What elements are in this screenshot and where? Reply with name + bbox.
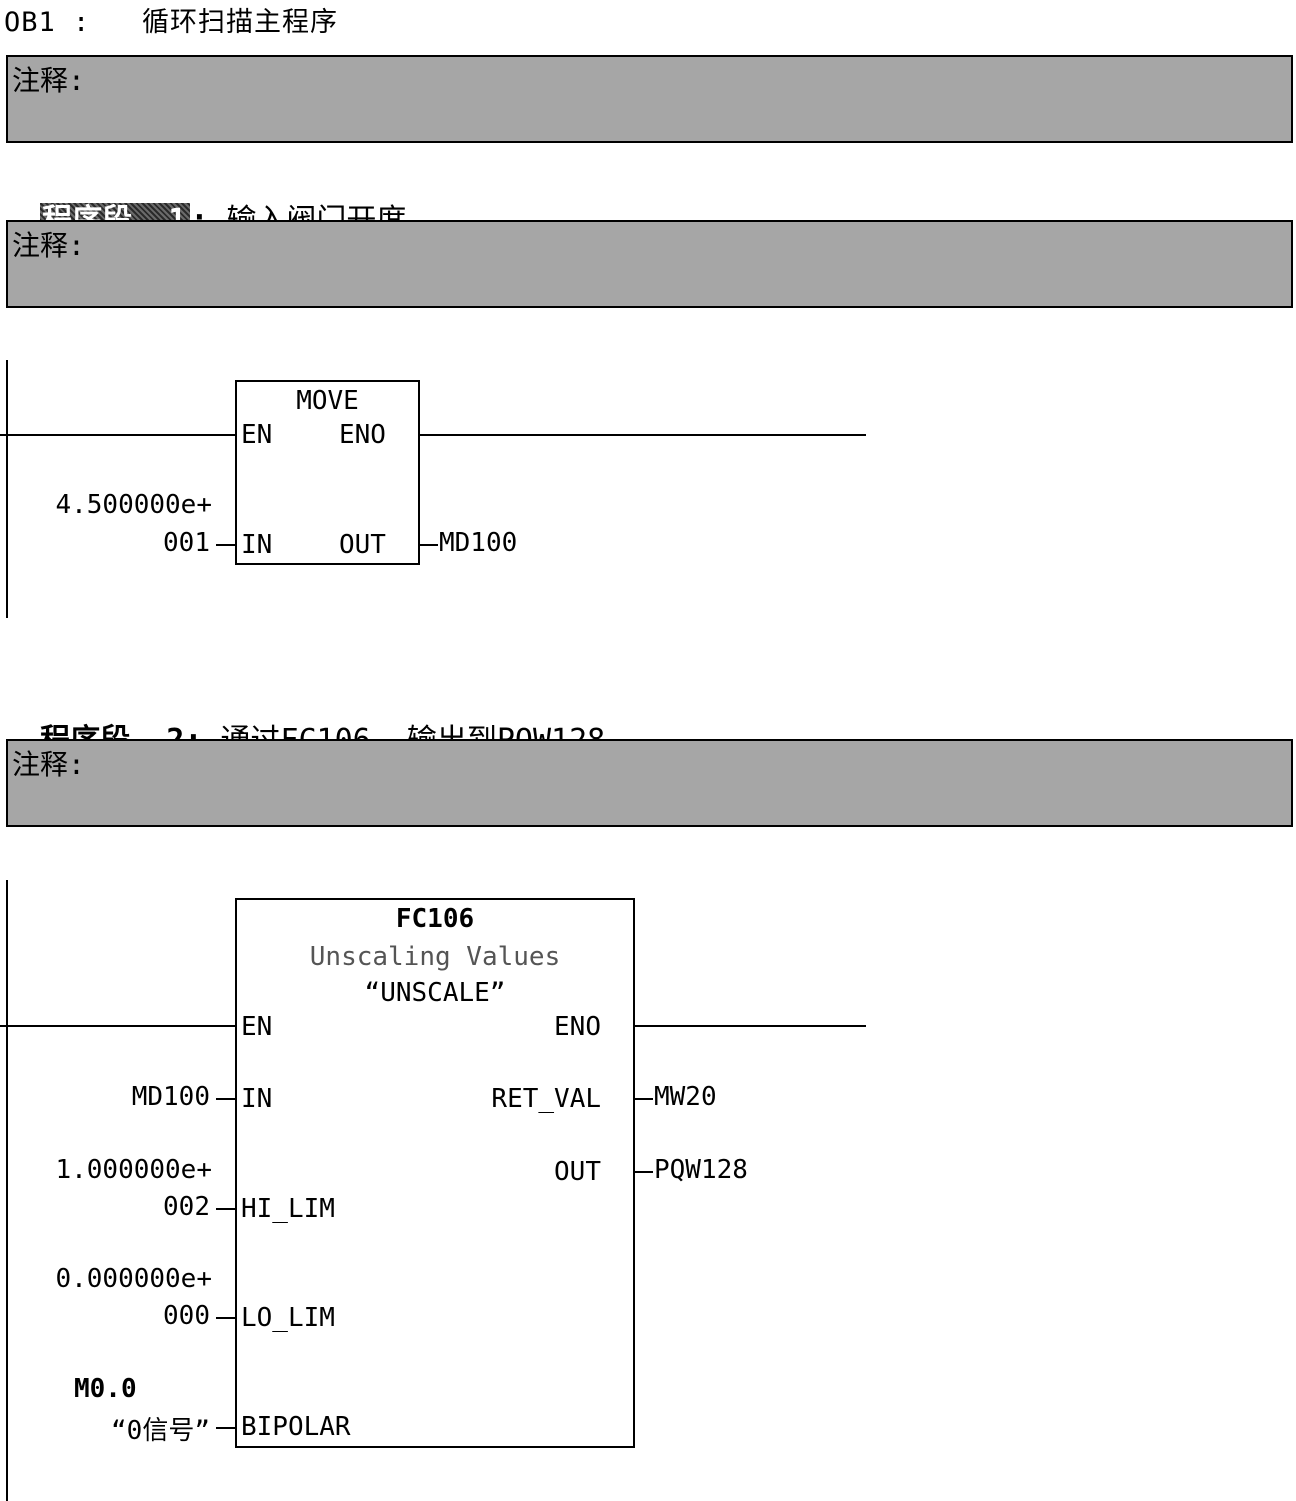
fc106-eno-pin: ENO [554,1012,601,1042]
network-1-comment-field[interactable]: 注释: [6,220,1293,308]
fc106-ret-val-pin: RET_VAL [491,1084,601,1114]
fc106-bipolar-address[interactable]: M0.0 [74,1374,137,1404]
power-rail-left [6,880,8,1501]
fc106-lo-lim-value-line1[interactable]: 0.000000e+ [55,1264,212,1294]
fc106-bipolar-symbol[interactable]: “0信号” [111,1416,210,1446]
power-rail-left [6,360,8,618]
fc106-hi-lim-value-line1[interactable]: 1.000000e+ [55,1155,212,1185]
fc106-lo-lim-wire [216,1317,236,1319]
move-en-pin: EN [241,420,273,450]
en-wire [0,434,236,436]
move-in-value-line2[interactable]: 001 [163,528,210,558]
move-box[interactable]: MOVE EN ENO IN OUT [235,380,420,565]
eno-wire [633,1025,866,1027]
fc106-hi-lim-pin: HI_LIM [241,1194,335,1224]
en-wire [0,1025,236,1027]
fc106-hi-lim-wire [216,1208,236,1210]
move-out-wire [420,544,438,546]
fc106-bipolar-pin: BIPOLAR [241,1412,351,1442]
fc106-out-value[interactable]: PQW128 [654,1155,748,1185]
move-out-pin: OUT [339,530,386,560]
fc106-ret-val-wire [635,1098,653,1100]
block-comment-field[interactable]: 注释: [6,55,1293,143]
fc106-in-wire [216,1098,236,1100]
fc106-bipolar-wire [216,1427,236,1429]
move-eno-pin: ENO [339,420,386,450]
fc106-box-title: FC106 [395,904,475,934]
fc106-hi-lim-value-line2[interactable]: 002 [163,1192,210,1222]
fc106-out-wire [635,1171,653,1173]
block-title: OB1 : 循环扫描主程序 [4,7,339,38]
fc106-lo-lim-value-line2[interactable]: 000 [163,1301,210,1331]
move-in-pin: IN [241,530,273,560]
move-box-title: MOVE [296,386,359,416]
move-in-value-line1[interactable]: 4.500000e+ [55,490,212,520]
fc106-ret-val-value[interactable]: MW20 [654,1082,717,1112]
eno-wire [418,434,866,436]
fc106-symbol: “UNSCALE” [364,978,506,1008]
fc106-in-pin: IN [241,1084,273,1114]
fc106-en-pin: EN [241,1012,273,1042]
move-in-wire [216,544,236,546]
move-out-value[interactable]: MD100 [439,528,518,558]
comment-label: 注释: [12,229,85,262]
fc106-subtitle: Unscaling Values [309,942,561,972]
fc106-out-pin: OUT [554,1157,601,1187]
fc106-in-value[interactable]: MD100 [131,1082,210,1112]
fc106-lo-lim-pin: LO_LIM [241,1303,335,1333]
comment-label: 注释: [12,748,85,781]
fc106-box[interactable]: FC106 Unscaling Values “UNSCALE” EN ENO … [235,898,635,1448]
network-2-comment-field[interactable]: 注释: [6,739,1293,827]
comment-label: 注释: [12,64,85,97]
